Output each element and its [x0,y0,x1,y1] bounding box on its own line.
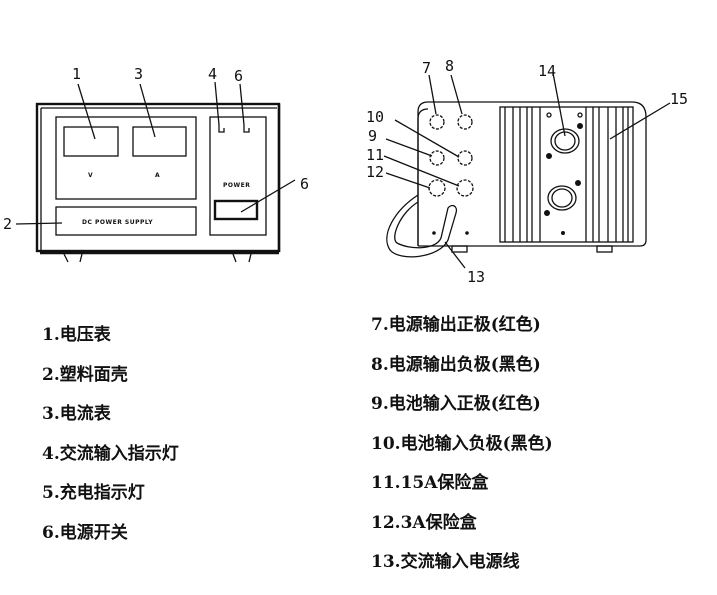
ac-power-cord [386,194,458,258]
legend-item-1: 1.电压表 [42,325,111,345]
ammeter-label: A [155,172,160,179]
legend-item-7: 7.电源输出正极(红色) [371,315,541,335]
callout-line-4 [214,81,220,126]
back-foot-left [451,245,468,253]
legend-front-panel: 1.电压表 2.塑料面壳 3.电流表 4.交流输入指示灯 5.充电指示灯 6.电… [42,316,179,553]
control-panel [209,116,267,236]
back-foot-right [596,245,613,253]
terminal-7-output-positive[interactable] [429,114,445,130]
terminal-9-battery-positive[interactable] [429,150,445,166]
meter-panel [55,116,197,200]
legend-back-panel: 7.电源输出正极(红色) 8.电源输出负极(黑色) 9.电池输入正极(红色) 1… [371,306,553,583]
legend-item-13: 13.交流输入电源线 [371,552,520,572]
power-transistor-bottom [544,180,581,235]
power-switch-label: POWER [223,182,250,189]
callout-line-1 [77,83,96,140]
screw-left [432,231,436,235]
back-panel: 7 8 10 9 11 12 13 14 15 [366,57,688,286]
legend-item-10: 10.电池输入负极(黑色) [371,433,553,454]
fuse-box-12-3a[interactable] [456,179,474,197]
legend-item-11: 11.15A保险盒 [371,473,489,493]
callout-line-11 [383,155,460,187]
callout-line-13 [444,241,466,269]
legend-item-3: 3.电流表 [42,404,111,424]
power-switch[interactable] [213,199,259,221]
charge-indicator-light [243,125,250,133]
screw-right [465,231,469,235]
callout-line-2 [15,222,63,225]
legend-item-8: 8.电源输出负极(黑色) [371,354,541,375]
callout-line-9 [385,138,433,157]
voltmeter [63,126,119,157]
front-foot-left [63,253,83,263]
callout-line-6b [240,179,296,213]
legend-item-12: 12.3A保险盒 [371,512,477,533]
ammeter [132,126,187,157]
callout-line-7 [428,74,437,115]
callout-15: 15 [670,90,688,108]
callout-1: 1 [72,65,81,83]
ac-indicator-light [218,125,225,133]
legend-item-9: 9.电池输入正极(红色) [371,394,541,414]
terminal-8-output-negative[interactable] [457,114,473,130]
heatsink [499,106,634,243]
callout-line-14 [552,72,566,137]
power-transistor-top [546,112,583,159]
callout-3: 3 [134,65,143,83]
callout-2: 2 [3,215,12,233]
callout-line-12 [385,172,431,189]
callout-11: 11 [366,146,384,164]
callout-line-3 [139,83,156,138]
callout-4: 4 [208,65,217,83]
legend-item-5: 5.充电指示灯 [42,483,145,503]
panel-brand-text: DC POWER SUPPLY [82,219,153,226]
callout-6-side: 6 [300,175,309,193]
callout-13: 13 [467,268,485,286]
legend-item-4: 4.交流输入指示灯 [42,443,179,464]
callout-line-8 [450,74,463,115]
terminal-10-battery-negative[interactable] [457,150,473,166]
callout-12: 12 [366,163,384,181]
callout-line-10 [394,119,460,158]
callout-6-top: 6 [234,67,243,85]
callout-7: 7 [422,59,431,77]
callout-14: 14 [538,62,556,80]
fuse-box-11-15a[interactable] [428,179,446,197]
front-foot-right [232,253,252,263]
front-panel: V A DC POWER SUPPLY POWER 1 2 3 4 6 6 [3,65,309,263]
voltmeter-label: V [88,172,93,179]
callout-8: 8 [445,57,454,75]
front-shell-plate [55,206,197,236]
callout-10: 10 [366,108,384,126]
legend-item-6: 6.电源开关 [42,522,128,543]
legend-item-2: 2.塑料面壳 [42,364,128,385]
callout-9: 9 [368,127,377,145]
callout-line-15 [609,102,671,140]
callout-line-6a [239,83,245,126]
